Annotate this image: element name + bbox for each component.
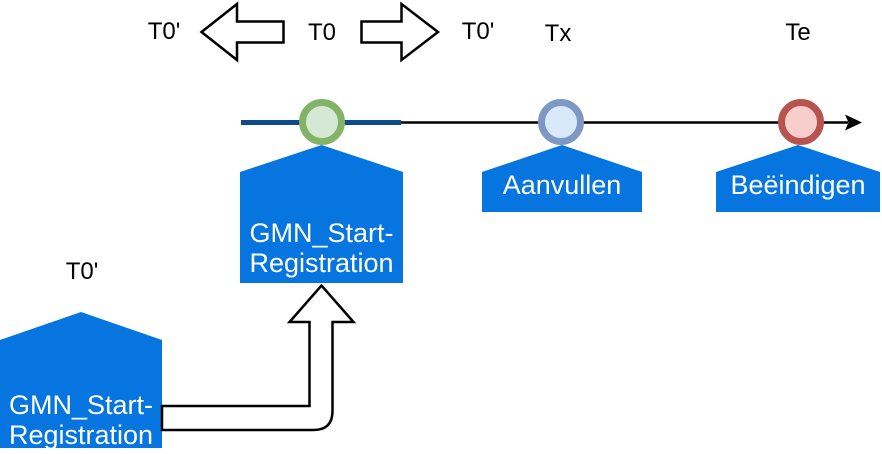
label-t0: T0: [307, 19, 337, 46]
node-label-aanvullen: Aanvullen: [502, 170, 622, 200]
milestone-circle-t0: [299, 99, 345, 145]
milestone-circle-te: [778, 99, 824, 145]
timeline-arrowhead-icon: [845, 114, 862, 131]
node-label-gmn-start-mid-line1: GMN_Start-: [249, 218, 394, 248]
node-label-gmn-start-mid: GMN_Start- Registration: [240, 218, 403, 278]
milestone-circle-tx: [538, 99, 584, 145]
node-label-beeindigen: Beëindigen: [730, 170, 866, 200]
label-te: Te: [785, 19, 811, 46]
left-block-arrow-icon: [199, 1, 285, 63]
label-t0-prime-bottom: T0': [65, 258, 99, 285]
label-tx: Tx: [544, 20, 572, 47]
label-t0-prime-left: T0': [147, 18, 181, 45]
label-t0-prime-right: T0': [461, 18, 495, 45]
pentagon-aanvullen: [482, 145, 642, 212]
node-label-gmn-start-mid-line2: Registration: [249, 248, 394, 278]
node-label-gmn-start-bottom-line2: Registration: [8, 420, 154, 450]
node-label-gmn-start-bottom-line1: GMN_Start-: [8, 390, 154, 420]
node-label-gmn-start-bottom: GMN_Start- Registration: [0, 390, 162, 450]
up-arrow-connector-icon: [160, 283, 357, 432]
pentagon-gmn-start-mid: [240, 145, 403, 283]
right-block-arrow-icon: [360, 1, 441, 63]
pentagon-gmn-start-bottom: [0, 312, 162, 448]
pentagon-beeindigen: [716, 145, 880, 212]
